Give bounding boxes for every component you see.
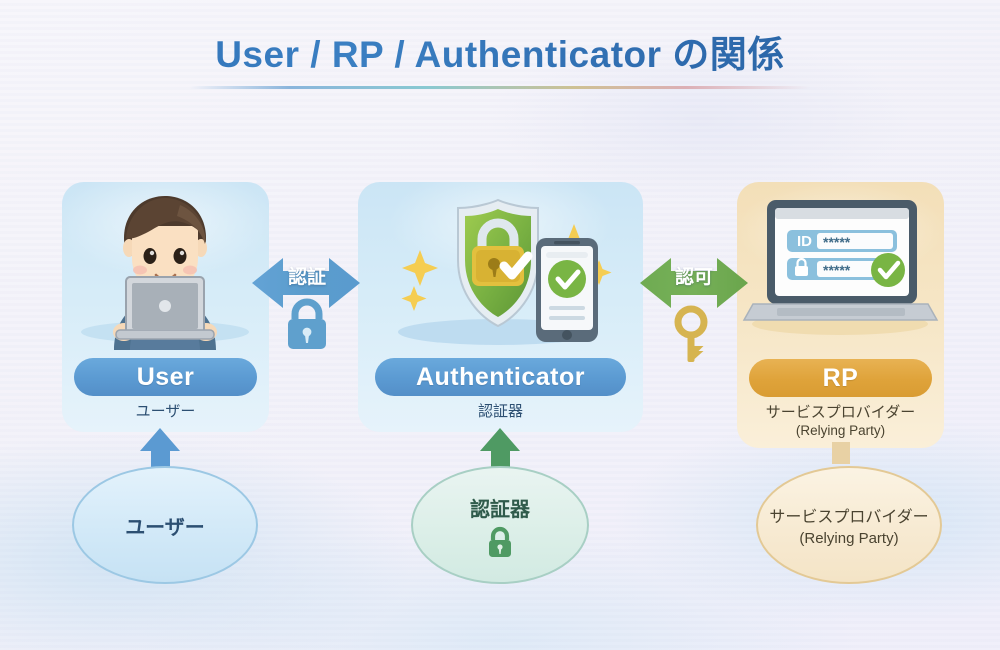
rp-screen-id-value: *****: [823, 234, 851, 250]
title-underline-rule: [190, 85, 810, 89]
lock-icon: [795, 257, 808, 276]
card-rp-title: RP: [749, 359, 932, 398]
card-authenticator-subtitle: 認証器: [477, 403, 523, 421]
card-rp-subtitle-en: (Relying Party): [795, 423, 886, 439]
connector-authentication-label: 認証: [287, 267, 326, 288]
ellipse-rp[interactable]: サービスプロバイダー (Relying Party): [756, 466, 942, 584]
padlock-icon: [489, 526, 511, 557]
ellipse-authenticator-label: 認証器: [470, 498, 530, 521]
title-block: User / RP / Authenticator の関係: [0, 34, 1000, 89]
ellipse-user[interactable]: ユーザー: [72, 466, 258, 584]
connector-authorization-label: 認可: [674, 267, 713, 288]
card-authenticator-title: Authenticator: [375, 358, 626, 397]
page-title: User / RP / Authenticator の関係: [0, 34, 1000, 77]
card-user-subtitle: ユーザー: [135, 403, 196, 421]
connector-authorization: [640, 258, 748, 362]
user-illustration: [62, 182, 269, 358]
card-user[interactable]: User ユーザー: [62, 182, 269, 432]
key-icon: [674, 305, 708, 362]
padlock-icon: [288, 298, 326, 349]
ellipse-rp-label: サービスプロバイダー: [769, 509, 929, 526]
card-rp-subtitle: サービスプロバイダー: [765, 404, 916, 422]
check-circle-icon: [871, 253, 905, 287]
ellipse-rp-label-en: (Relying Party): [799, 530, 899, 547]
rp-screen-password-value: *****: [823, 262, 851, 278]
rp-screen-id-label: ID: [797, 233, 812, 250]
authenticator-illustration: [358, 182, 643, 358]
rp-illustration: ID ***** *****: [737, 182, 944, 359]
card-user-title: User: [74, 358, 257, 397]
card-rp[interactable]: ID ***** ***** R: [737, 182, 944, 448]
ellipse-user-label: ユーザー: [125, 516, 205, 539]
ellipse-authenticator[interactable]: 認証器: [411, 466, 589, 584]
card-authenticator[interactable]: Authenticator 認証器: [358, 182, 643, 432]
